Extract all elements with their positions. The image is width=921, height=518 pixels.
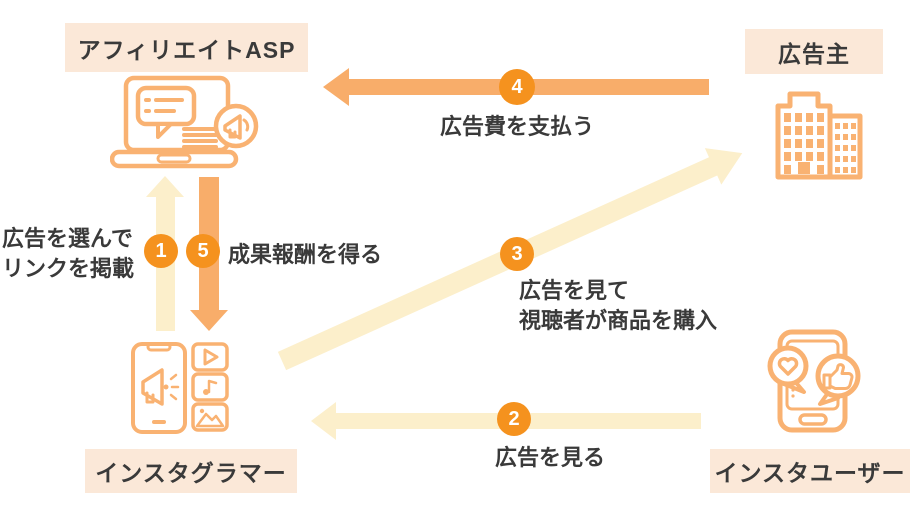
step3-label: 広告を見て 視聴者が商品を購入 <box>519 276 717 336</box>
step2-label-text: 広告を見る <box>494 445 605 470</box>
entity-label-insta-user: インスタユーザー <box>710 449 910 493</box>
entity-label-advertiser: 広告主 <box>745 29 883 74</box>
step5-label-text: 成果報酬を得る <box>228 242 383 267</box>
step2-label: 広告を見る <box>445 443 655 473</box>
step5-badge: 5 <box>186 234 220 268</box>
entity-label-instagrammer-text: インスタグラマー <box>95 460 287 486</box>
step5-label: 成果報酬を得る <box>228 240 382 270</box>
step1-label-line1: 広告を選んで <box>2 226 133 251</box>
step4-label-text: 広告費を支払う <box>439 114 594 139</box>
laptop-megaphone-icon <box>110 74 260 174</box>
step1-label: 広告を選んで リンクを掲載 <box>2 224 134 284</box>
office-building-icon <box>770 84 865 180</box>
step2-badge: 2 <box>497 402 531 436</box>
step1-badge: 1 <box>144 234 178 268</box>
entity-label-insta-user-text: インスタユーザー <box>714 460 906 486</box>
step4-label: 広告費を支払う <box>405 112 629 142</box>
step4-badge: 4 <box>499 69 535 105</box>
step3-label-line1: 広告を見て <box>519 278 630 303</box>
smartphone-reactions-icon <box>762 328 862 433</box>
entity-label-advertiser-text: 広告主 <box>778 40 850 67</box>
step1-label-line2: リンクを掲載 <box>2 256 135 281</box>
step3-badge: 3 <box>500 237 534 271</box>
entity-label-asp-text: アフィリエイトASP <box>77 36 296 63</box>
entity-label-asp: アフィリエイトASP <box>65 23 308 72</box>
step3-label-line2: 視聴者が商品を購入 <box>519 308 718 333</box>
entity-label-instagrammer: インスタグラマー <box>85 449 297 493</box>
smartphone-megaphone-icon <box>131 342 233 434</box>
